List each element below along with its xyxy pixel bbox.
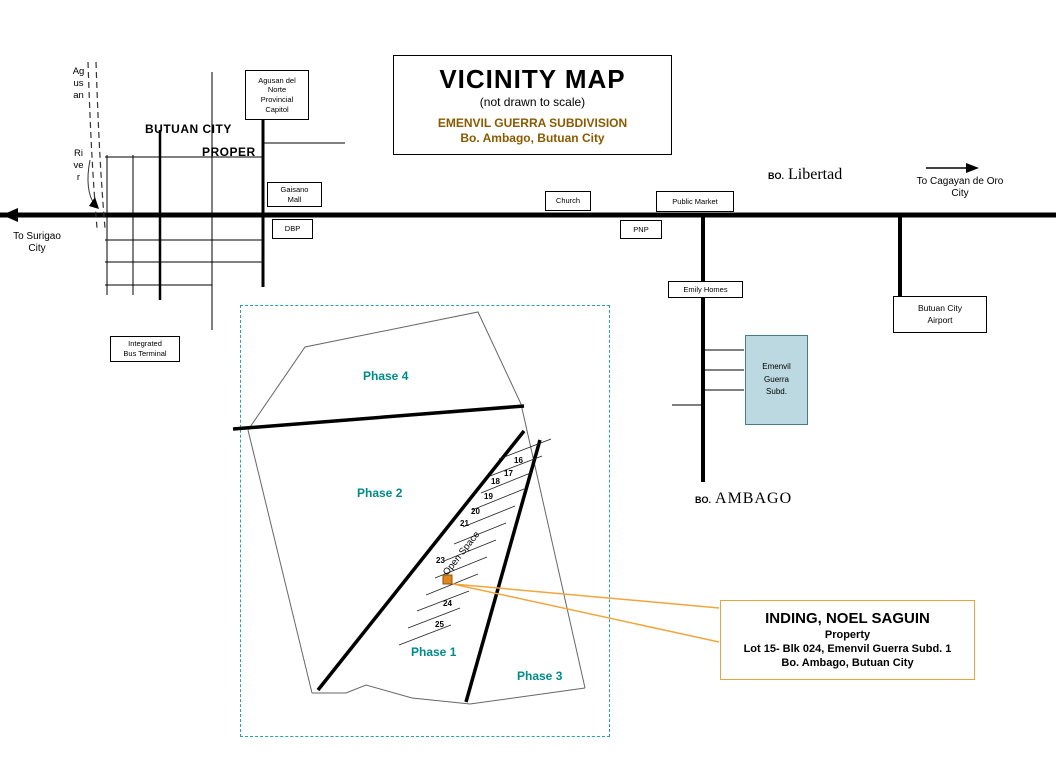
lot-number: 25 <box>435 620 444 629</box>
ambago-name: AMBAGO <box>715 490 793 507</box>
owner-name: INDING, NOEL SAGUIN <box>765 609 930 627</box>
property-marker <box>442 574 453 585</box>
bo-ambago-label: BO. AMBAGO <box>695 490 792 508</box>
subdivision-name: EMENVIL GUERRA SUBDIVISION <box>437 116 628 131</box>
gaisano-mall-box: Gaisano Mall <box>267 182 322 207</box>
phase-2-label: Phase 2 <box>357 486 403 500</box>
butuan-city-label: BUTUAN CITY <box>145 122 232 136</box>
right-arrow-icon <box>926 163 979 173</box>
plan-roads <box>232 404 542 703</box>
lot-number: 16 <box>514 456 523 465</box>
subdivision-location: Bo. Ambago, Butuan City <box>460 131 605 146</box>
capitol-box: Agusan del Norte Provincial Capitol <box>245 70 309 120</box>
lot-number: 24 <box>443 599 452 608</box>
airport-box: Butuan City Airport <box>893 296 987 333</box>
to-surigao-label: To Surigao City <box>13 231 61 254</box>
phase-4-label: Phase 4 <box>363 369 409 383</box>
left-arrow-icon <box>2 208 18 222</box>
connector-lines <box>452 583 720 643</box>
street-grid <box>105 72 345 330</box>
proper-label: PROPER <box>202 145 256 159</box>
river-flow-arrow-icon <box>89 197 99 209</box>
title-box: VICINITY MAP (not drawn to scale) EMENVI… <box>393 55 672 155</box>
subdivision-outline <box>247 311 586 705</box>
lot-hatching <box>398 438 552 646</box>
phase-3-label: Phase 3 <box>517 669 563 683</box>
ambago-road-line <box>672 217 744 482</box>
bo-libertad-label: BO. Libertad <box>768 166 842 184</box>
lot-number: 18 <box>491 477 500 486</box>
phase-1-label: Phase 1 <box>411 645 457 659</box>
lot-number: 20 <box>471 507 480 516</box>
map-title: VICINITY MAP <box>439 63 626 94</box>
river-name-agusan: Agusan <box>72 66 85 101</box>
dbp-box: DBP <box>272 219 313 239</box>
lot-block-line: Lot 15- Blk 024, Emenvil Guerra Subd. 1 <box>743 642 952 655</box>
pnp-box: PNP <box>620 220 662 239</box>
bus-terminal-box: Integrated Bus Terminal <box>110 336 180 362</box>
libertad-name: Libertad <box>788 166 843 183</box>
property-location: Bo. Ambago, Butuan City <box>781 657 914 670</box>
bo-prefix: BO. <box>768 171 785 181</box>
to-cagayan-label: To Cagayan de Oro City <box>916 176 1004 199</box>
church-box: Church <box>545 191 591 211</box>
lot-number: 17 <box>504 469 513 478</box>
map-subtitle: (not drawn to scale) <box>479 95 586 110</box>
emenvil-subd-box: Emenvil Guerra Subd. <box>745 335 808 425</box>
property-word: Property <box>824 628 871 641</box>
bo-prefix: BO. <box>695 495 712 505</box>
lot-number: 23 <box>436 556 445 565</box>
lot-number: 21 <box>460 519 469 528</box>
river-name-river: River <box>73 148 84 183</box>
emily-homes-box: Emily Homes <box>668 281 743 298</box>
public-market-box: Public Market <box>656 191 734 212</box>
plan-dashed-frame <box>240 305 610 737</box>
property-info-box: INDING, NOEL SAGUIN Property Lot 15- Blk… <box>720 600 975 680</box>
lot-number: 19 <box>484 492 493 501</box>
